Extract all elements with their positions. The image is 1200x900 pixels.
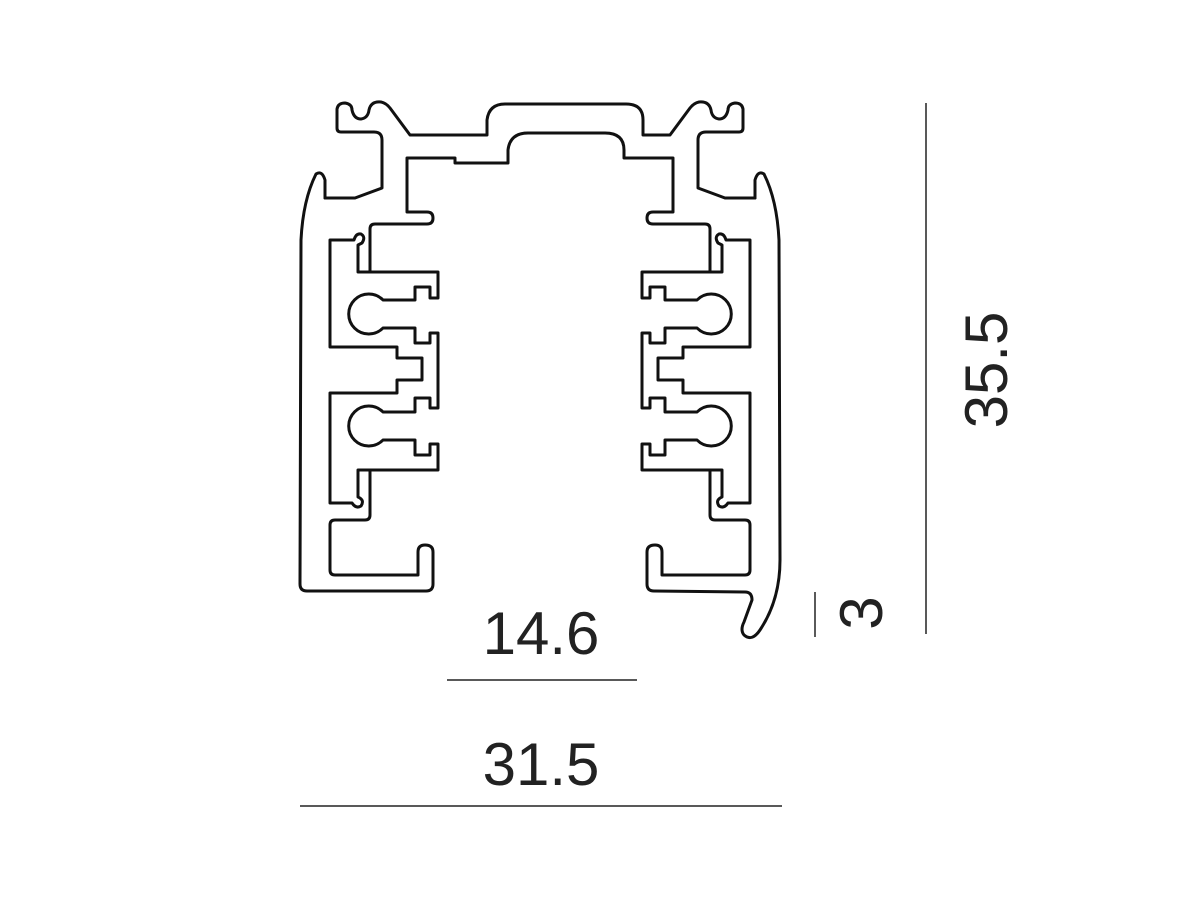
- lip-height-label: 3: [828, 596, 895, 629]
- profile-section: [298, 100, 782, 640]
- left-conductor-cavity: [328, 232, 440, 509]
- inner-top-outline: [368, 131, 712, 274]
- inner-width-label: 14.6: [483, 600, 600, 667]
- outer-width-label: 31.5: [483, 731, 600, 798]
- total-height-label: 35.5: [953, 312, 1020, 429]
- top-flange-outline: [323, 100, 757, 200]
- right-conductor-cavity: [640, 232, 752, 509]
- right-outer-wall: [645, 171, 782, 640]
- left-outer-wall: [298, 171, 435, 593]
